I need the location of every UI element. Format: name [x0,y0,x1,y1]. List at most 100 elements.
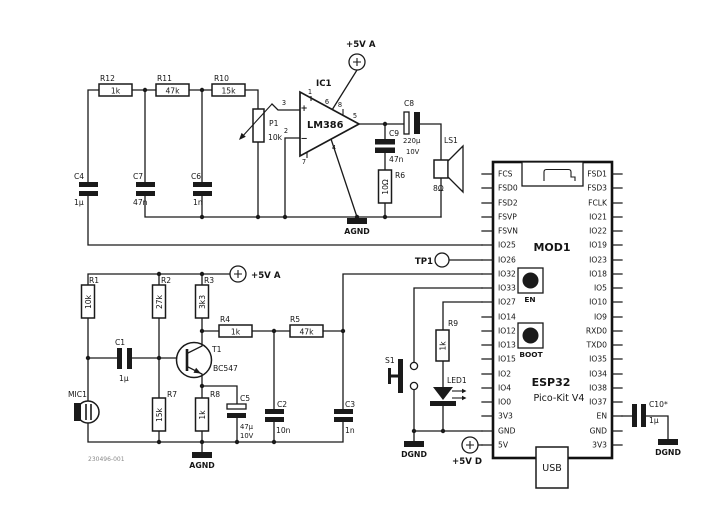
pin-label: IO19 [589,241,607,250]
supply-5va-mic-label: +5V A [251,271,281,281]
dgnd-s1-label: DGND [401,450,427,459]
r6-value: 10Ω [381,179,390,195]
pin-label: IO0 [498,398,511,407]
supply-5va-top: +5V A [346,40,376,71]
resistor-r2: R2 27k [151,276,171,319]
pin-label: 5V [498,441,509,450]
pin-label: IO32 [498,270,516,279]
c6-value: 1n [193,198,203,207]
r6-ref: R6 [395,171,405,180]
ls1-ref: LS1 [444,136,458,145]
boot-button-label: BOOT [519,350,542,359]
resistor-r10: R10 15k [211,74,246,97]
ic1-pin3: 3 [282,99,286,107]
resistor-r3: R3 3k3 [194,276,214,319]
module-name-line1: ESP32 [532,376,571,389]
pin-label: IO10 [589,298,607,307]
document-number: 230496-001 [88,456,125,463]
r10-value: 15k [221,87,236,96]
c10-ref: C10* [649,400,668,409]
c9-value: 47n [389,155,404,164]
s1-ref: S1 [385,356,395,365]
resistor-r4: R4 1k [218,315,253,338]
en-button: EN [517,267,544,304]
dgnd-symbol-s1: DGND [401,441,427,459]
pin-label: IO33 [498,284,516,293]
pin-label: IO2 [498,370,511,379]
agnd-symbol-amp: AGND [344,218,370,236]
ic1-pin2: 2 [284,127,288,135]
module-ref: MOD1 [533,241,570,254]
tp1-label: TP1 [415,257,433,267]
potentiometer-p1: P1 10k [239,103,283,143]
pin-label: IO22 [589,227,607,236]
ic1-minus-input: − [300,134,307,144]
pin-label: IO38 [589,384,607,393]
ic1-part: LM386 [307,120,344,131]
pin-label: RXD0 [586,327,607,336]
c8-voltage: 10V [406,148,420,156]
c5-value: 47µ [240,423,254,431]
pin-label: 3V3 [592,441,607,450]
pin-label: IO37 [589,398,607,407]
r3-ref: R3 [204,276,214,285]
capacitor-c10: C10* 1µ [632,400,668,427]
pin-label: IO26 [498,256,516,265]
r5-ref: R5 [290,315,300,324]
resistor-r5: R5 47k [289,315,324,338]
r1-value: 10k [84,294,93,309]
resistor-r1: R1 10k [80,276,99,319]
c5-ref: C5 [240,394,250,403]
antenna-icon [521,161,584,187]
supply-5va-top-label: +5V A [346,40,376,50]
pin-label: FCS [498,170,513,179]
pin-label: IO9 [594,313,607,322]
usb-connector: USB [535,446,569,489]
r3-value: 3k3 [198,295,207,309]
c9-ref: C9 [389,129,399,138]
transistor-t1: T1 BC547 [175,330,238,387]
r7-value: 15k [155,407,164,422]
module-left-pin-labels: FCS FSD0 FSD2 FSVP FSVN IO25 IO26 IO32 I… [498,170,518,450]
led1-ref: LED1 [447,376,467,385]
r12-value: 1k [111,87,121,96]
c4-ref: C4 [74,172,84,181]
ic1-ref: IC1 [316,79,332,89]
capacitor-c7: C7 47n [133,172,155,207]
r12-ref: R12 [100,74,115,83]
pin-label: IO21 [589,213,607,222]
speaker-ls1: LS1 8Ω [433,136,464,194]
pin-label: FSD3 [587,184,607,193]
p1-value: 10k [268,133,283,142]
pin-label: IO35 [589,355,607,364]
left-pin-stubs [481,173,494,446]
capacitor-c4: C4 1µ [74,172,98,207]
ic1-pin6: 6 [325,98,329,106]
pin-label: IO14 [498,313,516,322]
testpoint-tp1: TP1 [415,252,450,268]
c3-value: 1n [345,426,355,435]
agnd-amp-label: AGND [344,227,370,236]
r8-value: 1k [198,410,207,420]
ic1-pin5: 5 [353,112,357,120]
digital-wires [413,259,669,446]
en-button-label: EN [524,295,535,304]
r11-ref: R11 [157,74,172,83]
resistor-r8: R8 1k [194,390,220,432]
r9-ref: R9 [448,319,458,328]
pin-label: GND [590,427,608,436]
r2-ref: R2 [161,276,171,285]
capacitor-c5: C5 47µ 10V [226,394,254,440]
r4-ref: R4 [220,315,230,324]
pin-label: EN [597,412,607,421]
esp32-module: FCS FSD0 FSD2 FSVP FSVN IO25 IO26 IO32 I… [481,160,623,489]
resistor-r11: R11 47k [155,74,190,97]
r8-ref: R8 [210,390,220,399]
agnd-symbol-mic: AGND [189,441,215,470]
c5-voltage: 10V [240,432,254,440]
c7-ref: C7 [133,172,143,181]
capacitor-c1: C1 1µ [115,338,132,383]
supply-5vd: +5V D [452,436,482,467]
